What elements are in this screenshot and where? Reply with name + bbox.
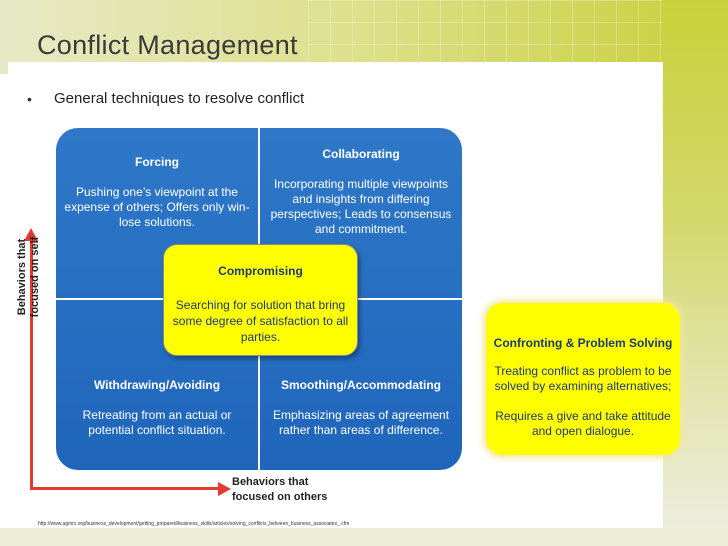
forcing-line: lose solutions. xyxy=(118,215,196,229)
bottom-band xyxy=(0,528,728,546)
forcing-body: Pushing one’s viewpoint at the expense o… xyxy=(60,185,254,230)
arrow-right-icon xyxy=(218,482,231,496)
vertical-axis-label: Behaviors that focused on self xyxy=(16,227,42,327)
confronting-body-1: Treating conflict as problem to be solve… xyxy=(490,364,676,394)
bullet-marker: • xyxy=(27,91,32,107)
confronting-line: Requires a give and take attitude xyxy=(495,409,671,423)
horizontal-axis-label-line: Behaviors that xyxy=(232,476,309,488)
collaborating-line: perspectives; Leads to consensus xyxy=(270,207,452,221)
compromising-body: Searching for solution that bring some d… xyxy=(170,297,351,345)
smoothing-heading: Smoothing/Accommodating xyxy=(281,378,441,392)
confronting-line: Treating conflict as problem to be xyxy=(494,364,672,378)
compromising-line: some degree of satisfaction to all xyxy=(172,314,349,328)
slide-title: Conflict Management xyxy=(37,30,298,60)
compromising-line: parties. xyxy=(240,330,281,344)
confronting-box: Confronting & Problem Solving Treating c… xyxy=(486,303,680,455)
withdrawing-line: Retreating from an actual or xyxy=(82,408,232,422)
withdrawing-line: potential conflict situation. xyxy=(88,423,226,437)
collaborating-heading: Collaborating xyxy=(322,147,400,161)
confronting-line: and open dialogue. xyxy=(531,424,635,438)
horizontal-axis-line xyxy=(30,487,222,490)
forcing-line: expense of others; Offers only win- xyxy=(64,200,250,214)
withdrawing-heading: Withdrawing/Avoiding xyxy=(93,378,221,392)
confronting-line: solved by examining alternatives; xyxy=(494,379,672,393)
smoothing-body: Emphasizing areas of agreement rather th… xyxy=(262,408,460,438)
withdrawing-body: Retreating from an actual or potential c… xyxy=(60,408,254,438)
collaborating-line: Incorporating multiple viewpoints xyxy=(273,177,449,191)
horizontal-axis-label-line: focused on others xyxy=(232,491,328,503)
vertical-axis-line xyxy=(30,240,33,490)
collaborating-line: and insights from differing xyxy=(292,192,430,206)
confronting-heading: Confronting & Problem Solving xyxy=(493,336,673,350)
vertical-axis-label-line: focused on self xyxy=(29,236,41,318)
compromising-box: Compromising Searching for solution that… xyxy=(163,244,358,356)
compromising-heading: Compromising xyxy=(218,264,303,278)
forcing-heading: Forcing xyxy=(135,155,179,169)
collaborating-body: Incorporating multiple viewpoints and in… xyxy=(262,177,460,237)
bullet-text: General techniques to resolve conflict xyxy=(54,90,305,107)
smoothing-line: Emphasizing areas of agreement xyxy=(272,408,450,422)
collaborating-line: and commitment. xyxy=(314,222,408,236)
forcing-line: Pushing one’s viewpoint at the xyxy=(76,185,238,199)
compromising-line: Searching for solution that bring xyxy=(175,298,346,312)
arrow-up-icon xyxy=(24,228,38,241)
header-tile-pattern xyxy=(308,0,728,74)
vertical-axis-label-line: Behaviors that xyxy=(16,238,28,316)
confronting-body-2: Requires a give and take attitude and op… xyxy=(490,409,676,439)
smoothing-line: rather than areas of difference. xyxy=(279,423,443,437)
horizontal-axis-label: Behaviors that focused on others xyxy=(232,475,327,505)
header-band xyxy=(0,0,728,74)
right-accent-strip xyxy=(663,0,728,546)
source-link[interactable]: http://www.agmrc.org/business_developmen… xyxy=(38,521,350,527)
